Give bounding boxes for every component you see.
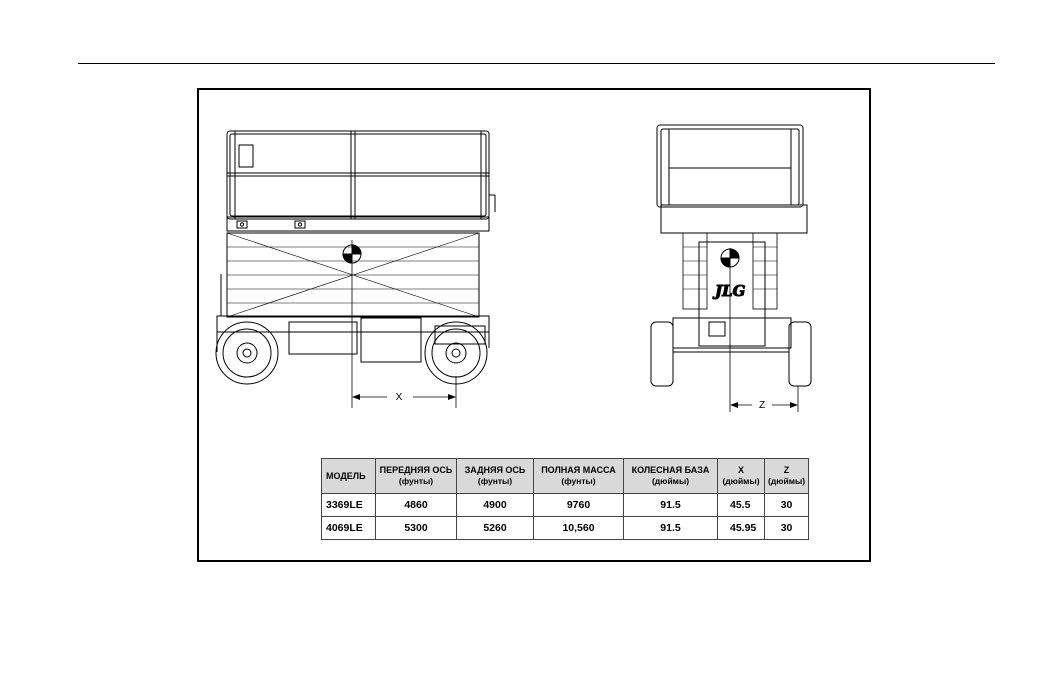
front-cog-marker bbox=[721, 248, 739, 412]
header-rule bbox=[78, 63, 995, 64]
weight-spec-table: МОДЕЛЬ ПЕРЕДНЯЯ ОСЬ(фунты) ЗАДНЯЯ ОСЬ(фу… bbox=[321, 458, 809, 540]
table-row: 3369LE 4860 4900 9760 91.5 45.5 30 bbox=[322, 494, 809, 517]
cell-front-axle: 5300 bbox=[376, 517, 457, 540]
header-wheelbase: КОЛЕСНАЯ БАЗА(дюймы) bbox=[624, 459, 718, 494]
cell-z: 30 bbox=[765, 494, 809, 517]
header-z: Z(дюймы) bbox=[765, 459, 809, 494]
dimension-z-label: Z bbox=[759, 400, 765, 411]
dimension-x-label: X bbox=[396, 392, 403, 403]
cell-wheelbase: 91.5 bbox=[624, 517, 718, 540]
cell-wheelbase: 91.5 bbox=[624, 494, 718, 517]
cell-x: 45.5 bbox=[718, 494, 765, 517]
table-header-row: МОДЕЛЬ ПЕРЕДНЯЯ ОСЬ(фунты) ЗАДНЯЯ ОСЬ(фу… bbox=[322, 459, 809, 494]
cell-gross-weight: 10,560 bbox=[534, 517, 624, 540]
header-x: X(дюймы) bbox=[718, 459, 765, 494]
cell-model: 3369LE bbox=[322, 494, 376, 517]
side-view-drawing bbox=[216, 131, 495, 384]
cell-model: 4069LE bbox=[322, 517, 376, 540]
figure-frame: JLG X Z МОДЕЛЬ ПЕРЕДНЯЯ ОСЬ(фунты) ЗАДНЯ… bbox=[197, 88, 871, 562]
side-cog-marker bbox=[343, 240, 361, 408]
jlg-logo: JLG bbox=[712, 282, 746, 300]
cell-z: 30 bbox=[765, 517, 809, 540]
header-model: МОДЕЛЬ bbox=[322, 459, 376, 494]
header-rear-axle: ЗАДНЯЯ ОСЬ(фунты) bbox=[457, 459, 534, 494]
cell-front-axle: 4860 bbox=[376, 494, 457, 517]
cell-gross-weight: 9760 bbox=[534, 494, 624, 517]
header-gross-weight: ПОЛНАЯ МАССА(фунты) bbox=[534, 459, 624, 494]
table-row: 4069LE 5300 5260 10,560 91.5 45.95 30 bbox=[322, 517, 809, 540]
header-front-axle: ПЕРЕДНЯЯ ОСЬ(фунты) bbox=[376, 459, 457, 494]
cell-rear-axle: 4900 bbox=[457, 494, 534, 517]
cell-x: 45.95 bbox=[718, 517, 765, 540]
cell-rear-axle: 5260 bbox=[457, 517, 534, 540]
